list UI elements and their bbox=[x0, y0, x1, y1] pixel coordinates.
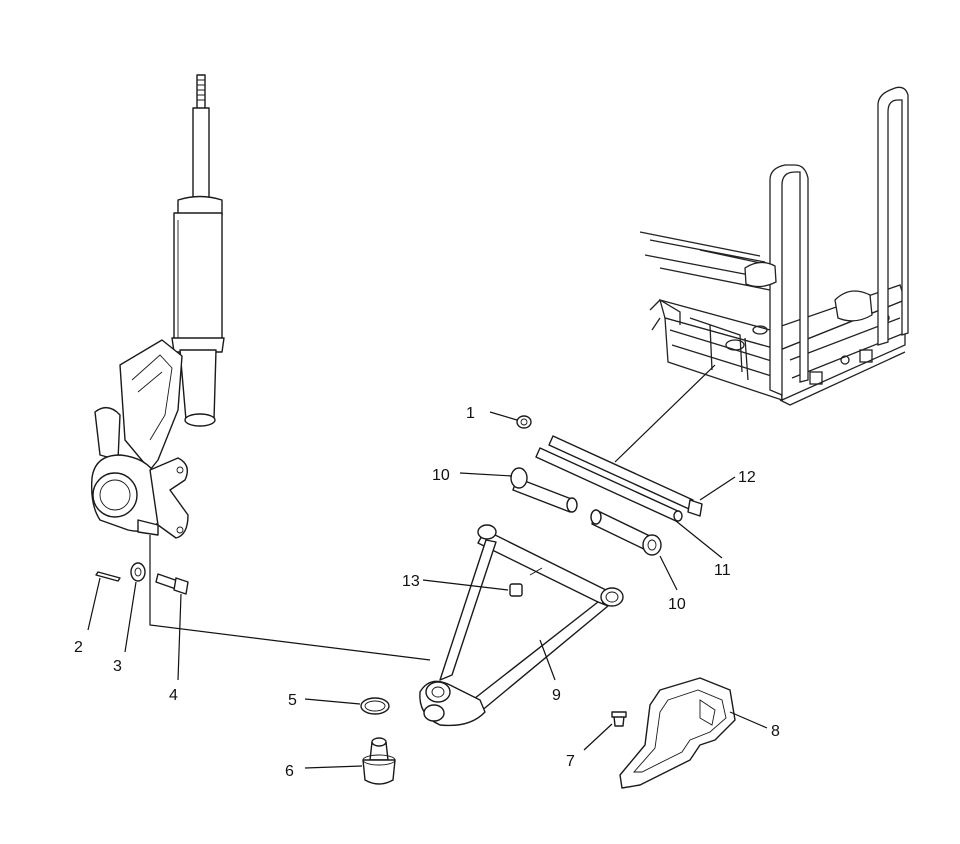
callout-8: 8 bbox=[771, 723, 780, 740]
callout-10a: 10 bbox=[432, 467, 450, 484]
callout-10b: 10 bbox=[668, 596, 686, 613]
callouts: 1 2 3 4 5 6 7 8 9 10 10 11 12 13 bbox=[74, 405, 780, 780]
bushing-sleeve-lower bbox=[590, 509, 662, 556]
callout-12: 12 bbox=[738, 469, 756, 486]
bolt-4 bbox=[155, 573, 189, 595]
callout-11: 11 bbox=[714, 562, 731, 579]
leader-12 bbox=[699, 476, 736, 501]
callout-13: 13 bbox=[402, 573, 420, 590]
leader-13 bbox=[422, 579, 509, 591]
leader-9 bbox=[539, 639, 556, 681]
leader-10b bbox=[659, 555, 678, 591]
leader-4 bbox=[177, 593, 182, 681]
leader-8 bbox=[729, 711, 768, 729]
vehicle-frame bbox=[639, 86, 909, 406]
leader-6 bbox=[304, 765, 363, 769]
callout-9: 9 bbox=[552, 687, 561, 704]
callout-5: 5 bbox=[288, 692, 297, 709]
callout-1: 1 bbox=[466, 405, 475, 422]
pivot-bolt-12 bbox=[548, 435, 703, 517]
cotter-pin bbox=[95, 571, 121, 582]
snap-ring bbox=[360, 697, 390, 715]
leader-1 bbox=[489, 411, 518, 421]
bushing-sleeve-upper bbox=[510, 467, 578, 513]
leader-2 bbox=[87, 577, 101, 631]
shock-strut bbox=[171, 74, 225, 427]
steering-knuckle bbox=[90, 339, 189, 539]
leader-3 bbox=[124, 581, 137, 653]
callout-3: 3 bbox=[113, 658, 122, 675]
leader-frame-to-bolt bbox=[614, 364, 716, 463]
ball-joint bbox=[362, 737, 396, 785]
leader-7 bbox=[583, 723, 613, 751]
a-arm bbox=[419, 524, 624, 727]
leader-5 bbox=[304, 698, 361, 705]
castle-nut bbox=[130, 562, 146, 582]
callout-7: 7 bbox=[566, 753, 575, 770]
leader-lines bbox=[87, 364, 768, 769]
callout-6: 6 bbox=[285, 763, 294, 780]
leader-knuckle-to-arm bbox=[149, 535, 431, 661]
callout-4: 4 bbox=[169, 687, 178, 704]
nut-1 bbox=[516, 415, 532, 429]
callout-2: 2 bbox=[74, 639, 83, 656]
leader-11 bbox=[675, 520, 723, 559]
skid-plate bbox=[619, 677, 736, 789]
bolt-7 bbox=[611, 711, 627, 727]
leader-10a bbox=[459, 472, 513, 477]
